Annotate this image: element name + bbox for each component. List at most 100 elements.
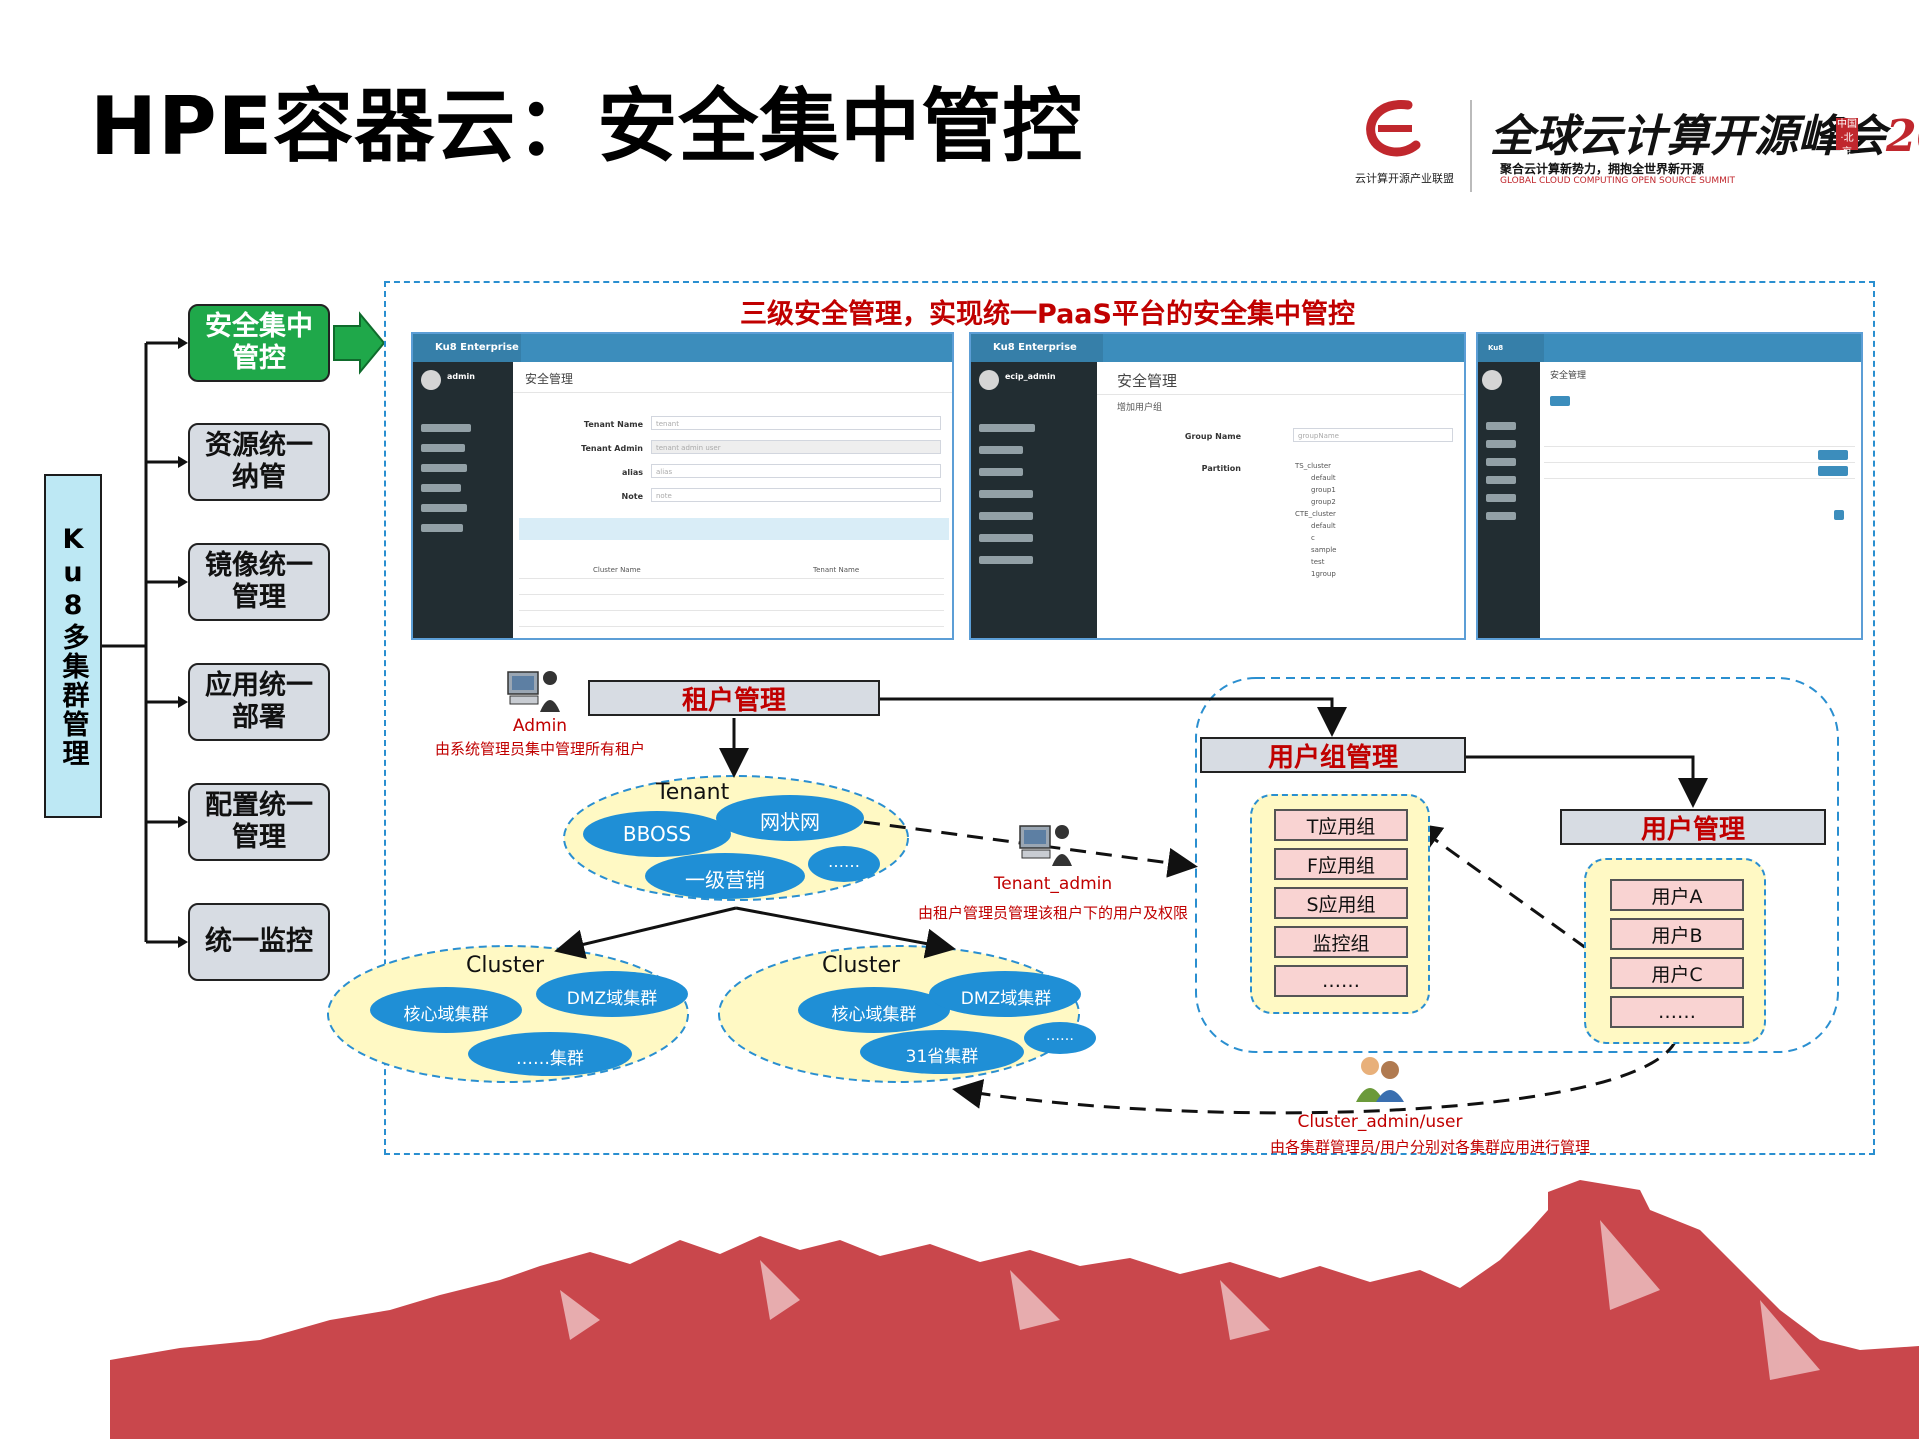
tenant-item: BBOSS: [622, 822, 692, 846]
edit-button[interactable]: [1818, 466, 1848, 476]
tenant-mgmt-bar: 租户管理: [588, 680, 880, 716]
cluster-title: Cluster: [822, 953, 901, 978]
avatar: [421, 370, 441, 390]
tree-node[interactable]: group1: [1311, 486, 1336, 494]
brand: Ku8 Enterprise: [971, 334, 1103, 362]
user-item[interactable]: 用户B: [1610, 918, 1744, 950]
tenant-admin-role: Tenant_admin: [993, 874, 1113, 894]
usergroup-panel: T应用组 F应用组 S应用组 监控组 ……: [1250, 794, 1430, 1014]
tenant-name-input[interactable]: tenant: [651, 416, 941, 430]
great-wall-mountains: [110, 1180, 1919, 1439]
group-item[interactable]: 监控组: [1274, 926, 1408, 958]
summit-badge: 中国·北京: [1836, 118, 1858, 158]
cluster-admin-desc: 由各集群管理员/用户分别对各集群应用进行管理: [1269, 1138, 1591, 1156]
tree-node[interactable]: TS_cluster: [1295, 462, 1332, 470]
field-label: Tenant Name: [583, 420, 643, 429]
group-item[interactable]: F应用组: [1274, 848, 1408, 880]
column-header: Cluster Name: [593, 566, 641, 574]
group-name-input[interactable]: groupName: [1293, 428, 1453, 442]
form-subtitle: 增加用户组: [1117, 403, 1163, 413]
admin-desc: 由系统管理员集中管理所有租户: [434, 740, 645, 758]
user-name: ecip_admin: [1005, 372, 1056, 381]
edit-button[interactable]: [1818, 450, 1848, 460]
brand: Ku8 Enterprise: [413, 334, 521, 362]
group-item[interactable]: T应用组: [1274, 809, 1408, 841]
user-item[interactable]: 用户A: [1610, 879, 1744, 911]
tenant-admin-computer-icon: [1019, 825, 1072, 866]
user-scope-outline: [1195, 677, 1839, 1053]
logo-divider: [1470, 100, 1472, 192]
summit-english: GLOBAL CLOUD COMPUTING OPEN SOURCE SUMMI…: [1500, 176, 1736, 186]
user-mgmt-bar: 用户管理: [1560, 809, 1826, 845]
group-item[interactable]: S应用组: [1274, 887, 1408, 919]
tree-node[interactable]: default: [1311, 522, 1336, 530]
feature-security[interactable]: 安全集中 管控: [188, 304, 330, 382]
note-input[interactable]: note: [651, 488, 941, 502]
group-item[interactable]: ……: [1274, 965, 1408, 997]
tenant-title: Tenant: [656, 780, 730, 805]
cluster-item: 核心域集群: [403, 1005, 489, 1025]
users-panel: 用户A 用户B 用户C ……: [1584, 858, 1766, 1044]
tenant-item-shape: [583, 811, 731, 857]
field-label: Note: [621, 492, 643, 501]
field-label: Tenant Admin: [581, 444, 643, 453]
feature-monitor[interactable]: 统一监控: [188, 903, 330, 981]
cluster-title: Cluster: [466, 953, 545, 978]
cluster-item: DMZ域集群: [960, 989, 1052, 1009]
feature-label: 统一监控: [205, 926, 313, 957]
user-item[interactable]: 用户C: [1610, 957, 1744, 989]
add-button[interactable]: [1550, 396, 1570, 406]
avatar: [1482, 370, 1502, 390]
alias-input[interactable]: alias: [651, 464, 941, 478]
tenant-item: 一级营销: [685, 868, 765, 892]
active-pointer-arrow: [333, 311, 386, 375]
logo-caption: 云计算开源产业联盟: [1355, 172, 1454, 185]
tenant-item: 网状网: [760, 810, 820, 834]
screenshot-usergroup: Ku8 Enterprise ecip_admin 安全管理 增加用户组 Gro…: [969, 332, 1466, 640]
tree-node[interactable]: group2: [1311, 498, 1336, 506]
screenshot-tenant: Ku8 Enterprise admin 安全管理 Tenant Name te…: [411, 332, 954, 640]
page-button[interactable]: [1834, 510, 1844, 520]
feature-label: 配置统一 管理: [205, 790, 313, 853]
feature-label: 安全集中 管控: [205, 311, 313, 374]
user-item[interactable]: ……: [1610, 996, 1744, 1028]
page-heading: 安全管理: [1550, 371, 1587, 381]
field-label: alias: [621, 468, 643, 477]
sidebar: [413, 362, 513, 638]
summit-slogan: 聚合云计算新势力，拥抱全世界新开源: [1500, 162, 1705, 176]
tree-node[interactable]: 1group: [1311, 570, 1336, 578]
tenant-admin-desc: 由租户管理员管理该租户下的用户及权限: [917, 904, 1188, 922]
user-name: admin: [447, 372, 475, 381]
tenant-item-shape: [645, 853, 805, 899]
summit-logo-icon: [1366, 100, 1421, 157]
tenant-admin-input[interactable]: tenant admin user: [651, 440, 941, 454]
admin-computer-icon: [507, 671, 560, 712]
diagram-shapes: [327, 677, 1839, 1115]
panel-title: 三级安全管理，实现统一PaaS平台的安全集中管控: [740, 299, 1355, 330]
tree-node[interactable]: sample: [1311, 546, 1337, 554]
cluster-users-icon: [1356, 1057, 1404, 1102]
tree-node[interactable]: c: [1311, 534, 1315, 542]
avatar: [979, 370, 999, 390]
admin-role: Admin: [512, 716, 568, 736]
field-label: Partition: [1201, 464, 1241, 473]
feature-config[interactable]: 配置统一 管理: [188, 783, 330, 861]
sidebar: [971, 362, 1097, 638]
feature-image[interactable]: 镜像统一 管理: [188, 543, 330, 621]
screenshot-users: Ku8 Enterprise 安全管理: [1476, 332, 1863, 640]
feature-deploy[interactable]: 应用统一 部署: [188, 663, 330, 741]
summit-year: 2017: [1886, 111, 1919, 162]
root-label: Ku8多集群管理: [57, 524, 89, 768]
cluster-item: ……集群: [516, 1049, 584, 1069]
tenant-item-shape: [716, 795, 864, 841]
summit-title-text: 全球云计算开源峰会: [1490, 111, 1886, 162]
tenant-item-shape: [808, 846, 880, 882]
tree-node[interactable]: test: [1311, 558, 1325, 566]
tree-node[interactable]: CTE_cluster: [1295, 510, 1336, 518]
usergroup-mgmt-bar: 用户组管理: [1200, 737, 1466, 773]
cluster-item: 核心域集群: [831, 1005, 917, 1025]
tree-node[interactable]: default: [1311, 474, 1336, 482]
feature-label: 镜像统一 管理: [205, 550, 313, 613]
page-heading: 安全管理: [525, 372, 574, 386]
feature-resource[interactable]: 资源统一 纳管: [188, 423, 330, 501]
